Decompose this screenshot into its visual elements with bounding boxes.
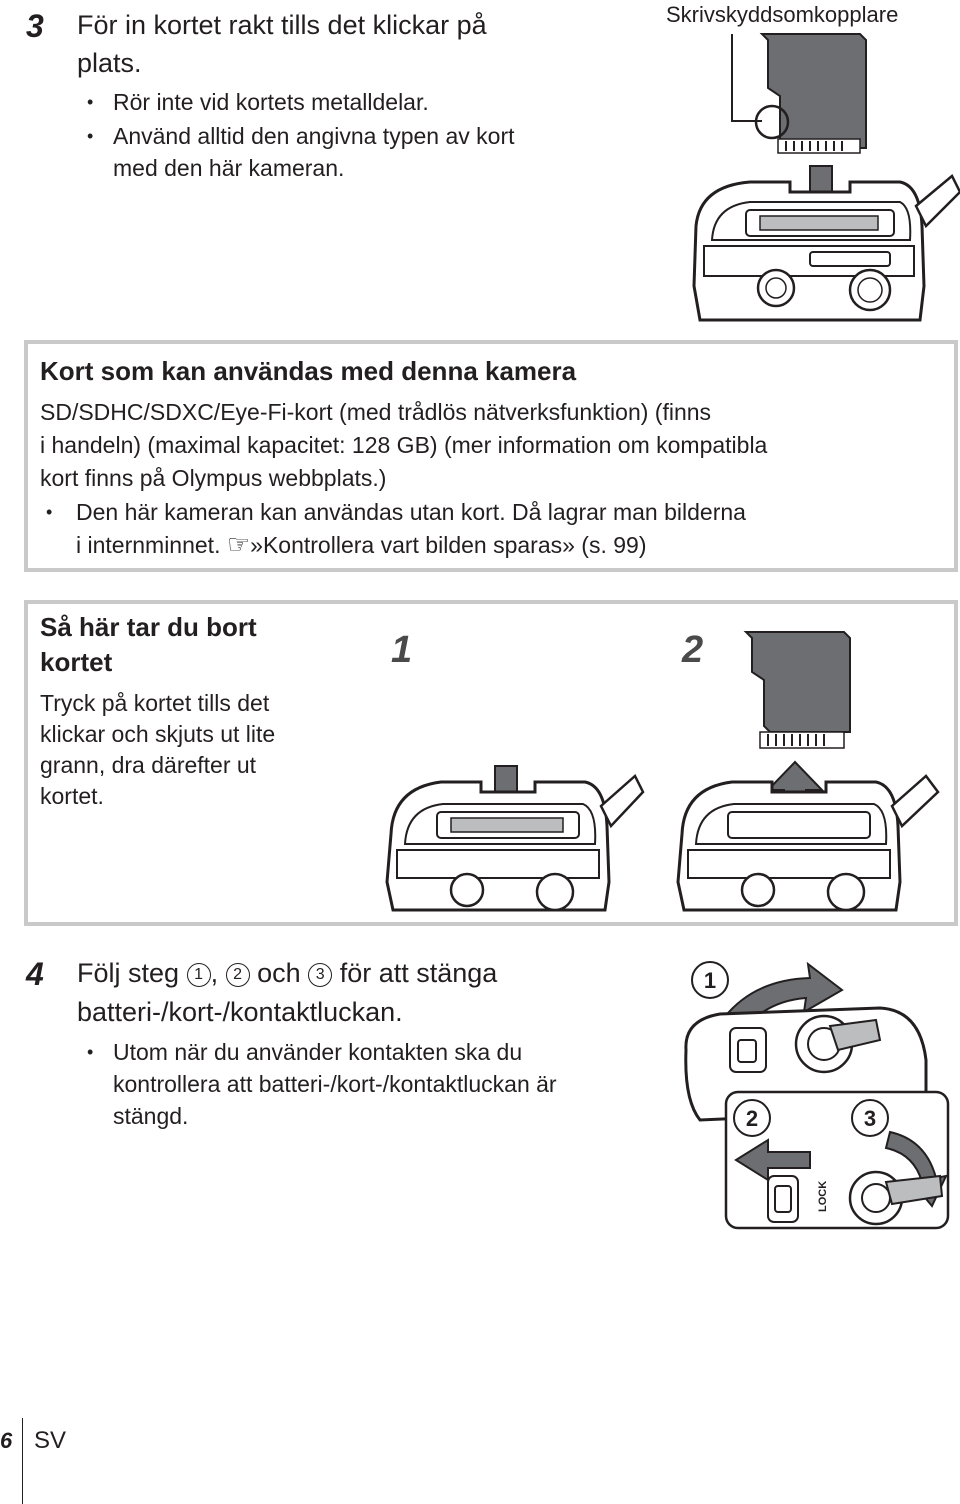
fig-label-1: 1 [704, 968, 716, 993]
remove-step-1-illustration: 1 [385, 629, 645, 912]
circled-2: 2 [225, 963, 250, 987]
lock-label: LOCK [817, 1181, 829, 1212]
circled-3: 3 [308, 963, 333, 987]
remove-card-line-3: grann, dra därefter ut [40, 752, 257, 778]
step4-bullet-1: Utom när du använder kontakten ska du [87, 1036, 522, 1068]
step4-bullet-1-cont-2: stängd. [113, 1103, 189, 1129]
step3-title-line1: För in kortet rakt tills det klickar på [77, 10, 487, 40]
remove-step-2-illustration: 2 [676, 629, 940, 912]
remove-card-title-line-1: Så här tar du bort [40, 612, 257, 642]
step-number-4: 4 [26, 956, 44, 992]
close-door-illustration: 1 2 3 LOCK [684, 961, 950, 1230]
step-number-3: 3 [26, 8, 44, 44]
remove-card-line-1: Tryck på kortet tills det [40, 690, 270, 716]
card-insert-illustration [692, 33, 960, 322]
compatible-cards-line-2: i handeln) (maximal kapacitet: 128 GB) (… [40, 432, 768, 458]
fig-label-2: 2 [746, 1106, 758, 1131]
step3-bullet-1: Rör inte vid kortets metalldelar. [87, 86, 429, 118]
step3-title-line2: plats. [77, 48, 142, 78]
compatible-cards-line-3: kort finns på Olympus webbplats.) [40, 465, 387, 491]
write-protect-label: Skrivskyddsomkopplare [666, 2, 899, 27]
fig-label-3: 3 [864, 1106, 876, 1131]
remove-step-2-label: 2 [681, 629, 703, 671]
step4-title-line1: Följ steg 1, 2 och 3 för att stänga [77, 958, 498, 988]
remove-card-line-4: kortet. [40, 783, 104, 809]
step3-bullet-2: Använd alltid den angivna typen av kort [87, 120, 514, 152]
reference-icon: ☞ [226, 529, 251, 559]
language-code: SV [34, 1427, 67, 1454]
compatible-cards-bullet-line-1: •Den här kameran kan användas utan kort.… [46, 499, 746, 525]
footer-divider [22, 1418, 23, 1504]
remove-card-line-2: klickar och skjuts ut lite [40, 721, 276, 747]
circled-1: 1 [186, 963, 211, 987]
compatible-cards-line-1: SD/SDHC/SDXC/Eye-Fi-kort (med trådlös nä… [40, 399, 712, 425]
page-number: 6 [0, 1428, 13, 1453]
compatible-cards-title: Kort som kan användas med denna kamera [40, 356, 577, 386]
compatible-cards-box [24, 340, 958, 572]
step4-bullet-1-cont-1: kontrollera att batteri-/kort-/kontaktlu… [113, 1071, 557, 1097]
remove-card-title-line-2: kortet [40, 647, 113, 677]
step3-bullet-2-cont: med den här kameran. [113, 155, 345, 181]
step4-title-line2: batteri-/kort-/kontaktluckan. [77, 997, 403, 1027]
compatible-cards-bullet-line-2: i internminnet. ☞»Kontrollera vart bilde… [76, 529, 647, 559]
remove-step-1-label: 1 [391, 629, 412, 671]
